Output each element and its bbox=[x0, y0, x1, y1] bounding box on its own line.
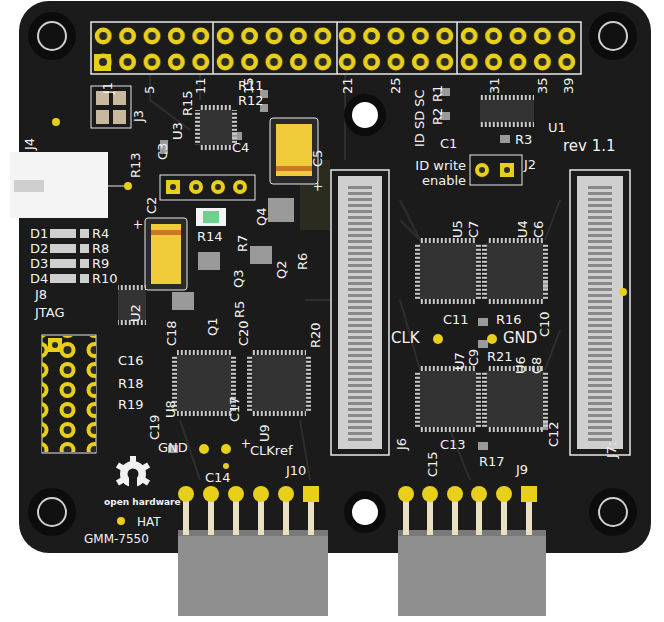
silkscreen-label: J2 bbox=[524, 157, 536, 172]
silkscreen-label: R8 bbox=[92, 241, 109, 256]
silkscreen-label: Q3 bbox=[231, 269, 246, 288]
silkscreen-label: R11 bbox=[238, 78, 264, 93]
silkscreen-label: U4 bbox=[515, 220, 530, 238]
silkscreen-label: HAT bbox=[137, 515, 161, 529]
silkscreen-label: C19 bbox=[147, 414, 162, 440]
silkscreen-label: Q1 bbox=[205, 317, 220, 336]
silkscreen-label: 5 bbox=[142, 86, 157, 94]
silkscreen-label: R6 bbox=[295, 253, 310, 270]
silkscreen-label: 11 bbox=[193, 77, 208, 94]
silkscreen-label: 21 bbox=[340, 77, 355, 94]
silkscreen-label: JTAG bbox=[35, 305, 65, 320]
silkscreen-label: R20 bbox=[308, 322, 323, 348]
silkscreen-label: J1 bbox=[100, 82, 115, 94]
silkscreen-label: J3 bbox=[131, 110, 146, 122]
silkscreen-label: C2 bbox=[144, 197, 159, 214]
silkscreen-label: open hardware bbox=[104, 497, 181, 508]
silkscreen-label: R13 bbox=[128, 152, 143, 178]
silkscreen-label: C18 bbox=[164, 320, 179, 346]
silkscreen-label: U7 bbox=[452, 352, 467, 370]
silkscreen-label: J9 bbox=[516, 462, 528, 477]
silkscreen-label: U2 bbox=[128, 304, 143, 322]
silkscreen-label: C12 bbox=[546, 421, 561, 447]
silkscreen-label: D1 bbox=[30, 226, 48, 241]
silkscreen-label: J8 bbox=[35, 287, 47, 302]
silkscreen-label: D2 bbox=[30, 241, 48, 256]
silkscreen-label: R16 bbox=[496, 312, 522, 327]
silkscreen-label: 25 bbox=[388, 77, 403, 94]
silkscreen-label: Q2 bbox=[274, 260, 289, 279]
silkscreen-label: R7 bbox=[235, 235, 250, 252]
silkscreen-label: + bbox=[130, 219, 145, 230]
silkscreen-label: R1 bbox=[430, 85, 445, 102]
silkscreen-label: CLKref bbox=[250, 443, 292, 458]
silkscreen-label: R10 bbox=[92, 271, 118, 286]
silkscreen-label: C15 bbox=[425, 451, 440, 477]
silkscreen-label: C7 bbox=[466, 221, 481, 238]
silkscreen-label: R21 bbox=[487, 349, 513, 364]
silkscreen-label: R12 bbox=[238, 93, 264, 108]
silkscreen-label: C14 bbox=[205, 470, 231, 485]
silkscreen-label: U3 bbox=[170, 122, 185, 140]
silkscreen-label: R4 bbox=[92, 226, 109, 241]
silkscreen-label: ID write enable bbox=[398, 158, 466, 188]
silkscreen-label: C13 bbox=[440, 437, 466, 452]
silkscreen-label: C17 bbox=[227, 396, 242, 422]
silkscreen-label: J10 bbox=[286, 463, 306, 478]
silkscreen-label: J4 bbox=[22, 138, 37, 150]
silkscreen-label: D4 bbox=[30, 271, 48, 286]
silkscreen-label: C10 bbox=[537, 311, 552, 337]
silkscreen-label: C20 bbox=[236, 320, 251, 346]
silkscreen-label: R15 bbox=[180, 90, 195, 116]
silkscreen-label: U6 bbox=[513, 356, 528, 374]
silkscreen-label: C9 bbox=[466, 349, 481, 366]
silkscreen-label: GND bbox=[503, 330, 537, 347]
silkscreen-label: D3 bbox=[30, 256, 48, 271]
silkscreen-label: 39 bbox=[561, 77, 576, 94]
silkscreen-label: J7: bbox=[604, 442, 619, 459]
silkscreen-label: CLK bbox=[391, 330, 420, 347]
silkscreen-label: rev 1.1 bbox=[563, 138, 616, 155]
silkscreen-label: R14 bbox=[197, 229, 223, 244]
silkscreen-label: C3 bbox=[155, 143, 170, 160]
silkscreen-label: U9 bbox=[257, 424, 272, 442]
silkscreen-label: R3 bbox=[515, 132, 532, 147]
silkscreen-label: C5 bbox=[310, 150, 325, 167]
silkscreen-label: J6 bbox=[394, 438, 409, 450]
silkscreen-label: C6 bbox=[531, 221, 546, 238]
silkscreen-label: Q4 bbox=[254, 207, 269, 226]
silkscreen-label: R9 bbox=[92, 256, 109, 271]
silkscreen-label: C4 bbox=[232, 140, 249, 155]
silkscreen-label: C1 bbox=[440, 136, 457, 151]
silkscreen-label: U1 bbox=[548, 120, 566, 135]
silkscreen-label: GMM-7550 bbox=[84, 532, 149, 546]
silkscreen-label: R19 bbox=[118, 397, 144, 412]
silkscreen-label: R17 bbox=[479, 454, 505, 469]
silkscreen-label: C8 bbox=[529, 357, 544, 374]
silkscreen-label: R18 bbox=[118, 376, 144, 391]
silkscreen-label: R5 bbox=[232, 301, 247, 318]
silkscreen-label: + bbox=[310, 181, 325, 192]
silkscreen-label: C16 bbox=[118, 353, 144, 368]
silkscreen-label: U8 bbox=[163, 400, 178, 418]
silkscreen-label: U5 bbox=[450, 220, 465, 238]
silkscreen-label: GND bbox=[158, 440, 188, 455]
silkscreen-label: C11 bbox=[443, 312, 469, 327]
silkscreen-label: ID SD SC bbox=[412, 89, 427, 147]
silkscreen-label: 35 bbox=[535, 77, 550, 94]
silkscreen-label: R2 bbox=[430, 108, 445, 125]
silkscreen-label: 31 bbox=[487, 77, 502, 94]
